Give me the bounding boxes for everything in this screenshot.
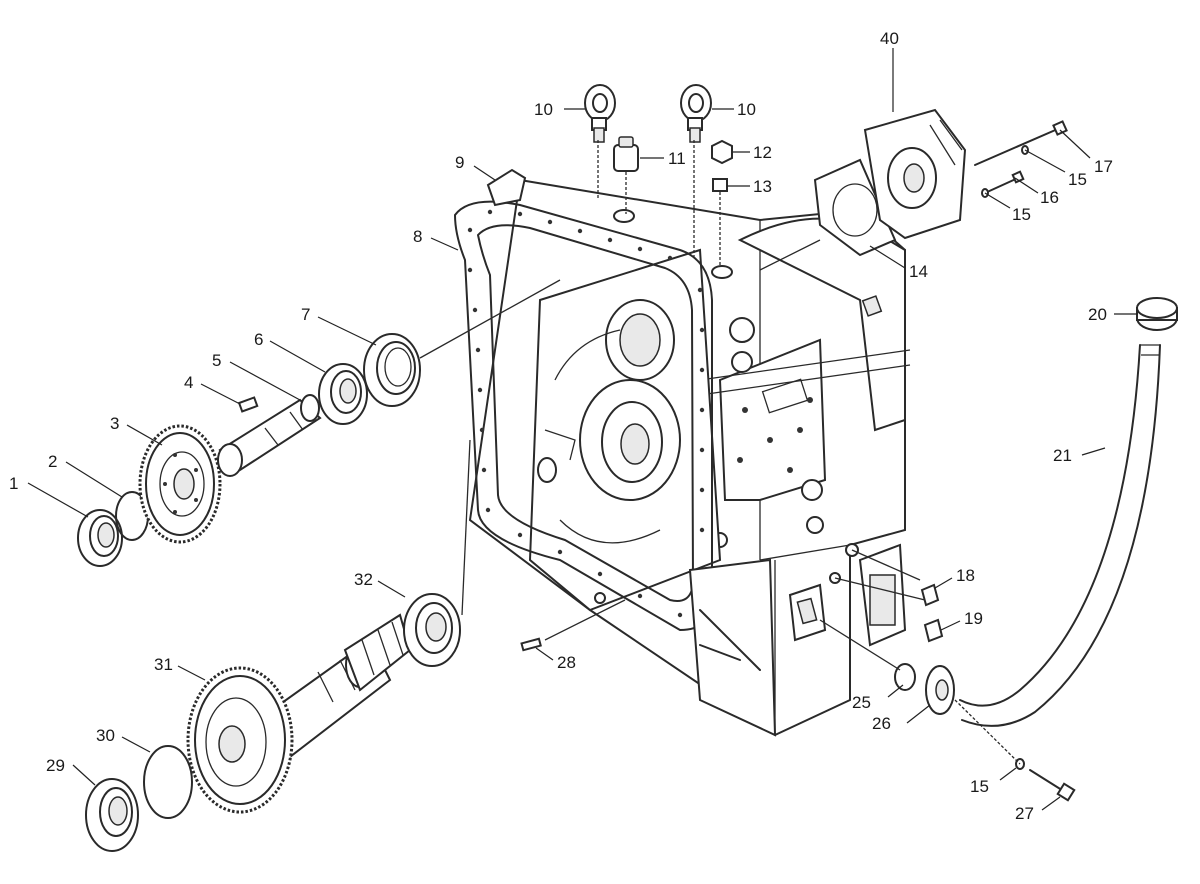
callout-31: 31	[154, 655, 173, 674]
pump-40	[863, 108, 967, 240]
bolt-17	[974, 120, 1068, 166]
flange-26	[925, 665, 955, 715]
callout-14: 14	[909, 262, 928, 281]
key-4	[237, 396, 259, 413]
breather-11	[613, 136, 639, 172]
callout-29: 29	[46, 756, 65, 775]
pin-28	[520, 637, 542, 652]
callout-10-right: 10	[737, 100, 756, 119]
callout-20: 20	[1088, 305, 1107, 324]
lifting-eye-10-right	[680, 84, 712, 143]
dipstick-cap-20	[1136, 297, 1178, 331]
bolt-16	[984, 170, 1025, 194]
callout-11: 11	[668, 149, 686, 168]
callout-19: 19	[964, 609, 983, 628]
gear-31	[186, 613, 412, 814]
callout-25: 25	[852, 693, 871, 712]
washer-15-top	[981, 145, 1029, 198]
leader-lines	[27, 48, 1138, 811]
callout-27: 27	[1015, 804, 1034, 823]
callout-17: 17	[1094, 157, 1113, 176]
callout-4: 4	[184, 373, 193, 392]
callout-18: 18	[956, 566, 975, 585]
gear-3	[138, 424, 222, 544]
filler-tube-assembly	[894, 297, 1178, 802]
callout-15-c: 15	[970, 777, 989, 796]
snap-ring-30	[143, 745, 193, 819]
upper-shaft-assembly	[77, 333, 421, 567]
callout-12: 12	[753, 143, 772, 162]
callout-2: 2	[48, 452, 57, 471]
lifting-eye-10-left	[584, 84, 616, 143]
callout-16: 16	[1040, 188, 1059, 207]
callout-32: 32	[354, 570, 373, 589]
shaft-5	[217, 394, 322, 477]
callout-28: 28	[557, 653, 576, 672]
callout-labels: 1 2 3 4 5 6 7 8 9 10 10 11 12 13 14 15 1…	[9, 29, 1113, 823]
callout-6: 6	[254, 330, 263, 349]
callout-1: 1	[9, 474, 18, 493]
washer-13	[712, 178, 728, 192]
plug-19	[923, 618, 944, 643]
callout-21: 21	[1053, 446, 1072, 465]
bearing-32	[403, 593, 461, 667]
o-ring-25	[894, 663, 916, 691]
nut-12	[711, 139, 733, 165]
bolt-27	[1029, 769, 1076, 802]
plug-18	[920, 583, 940, 607]
bearing-7	[363, 333, 421, 407]
callout-7: 7	[301, 305, 310, 324]
callout-13: 13	[753, 177, 772, 196]
transmission-housing	[454, 168, 911, 737]
callout-15-a: 15	[1068, 170, 1087, 189]
pump-assembly	[759, 108, 1068, 271]
explode-lines	[419, 279, 926, 671]
callout-26: 26	[872, 714, 891, 733]
callout-40: 40	[880, 29, 899, 48]
callout-8: 8	[413, 227, 422, 246]
lower-shaft-assembly	[85, 593, 542, 852]
callout-3: 3	[110, 414, 119, 433]
callout-10-left: 10	[534, 100, 553, 119]
bearing-6	[318, 363, 368, 425]
callout-30: 30	[96, 726, 115, 745]
gasket-14	[813, 158, 897, 257]
callout-5: 5	[212, 351, 221, 370]
filler-tube-21	[959, 344, 1161, 727]
bearing-1	[77, 509, 123, 567]
callout-9: 9	[455, 153, 464, 172]
bearing-29	[85, 778, 139, 852]
callout-15-b: 15	[1012, 205, 1031, 224]
top-fittings	[584, 84, 733, 265]
